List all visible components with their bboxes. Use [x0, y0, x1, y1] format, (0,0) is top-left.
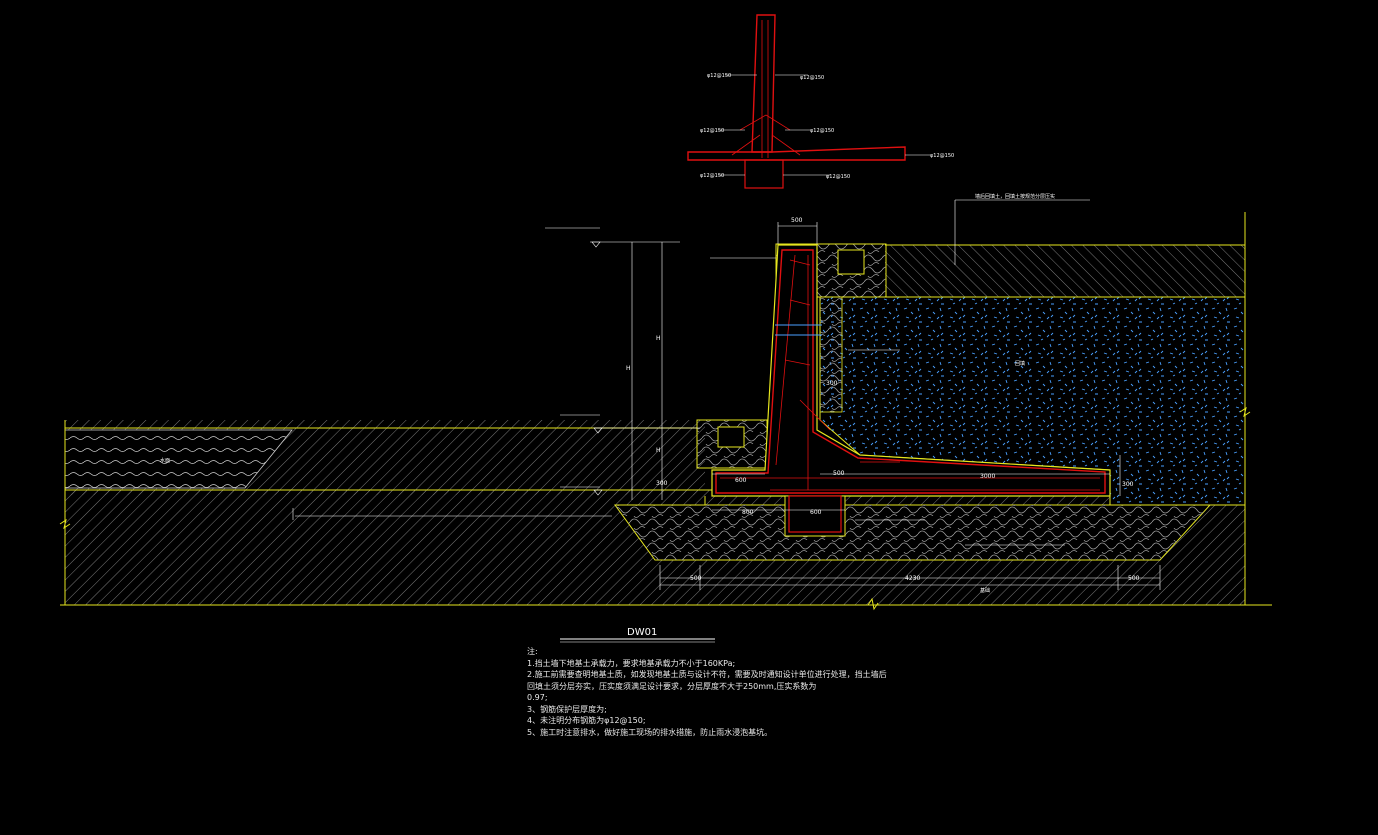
dim-embed: H [656, 447, 661, 454]
rebar-detail: φ12@150 φ12@150 φ12@150 φ12@150 φ12@150 … [687, 14, 954, 189]
retaining-wall [711, 244, 1111, 537]
note-line-5: 3、钢筋保护层厚度为; [527, 704, 607, 714]
dim-wall-height-2: H [656, 335, 661, 342]
rebar-tag-2: φ12@150 [800, 75, 824, 81]
dim-heel-thickness: 500 [833, 470, 845, 477]
rebar-tag-1: φ12@150 [707, 73, 731, 79]
break-mark-bottom [867, 597, 879, 611]
note-line-6: 4、未注明分布钢筋为φ12@150; [527, 716, 646, 725]
dim-base-total: 4230 [905, 575, 920, 582]
rebar-tag-6: φ12@150 [700, 173, 724, 179]
drawing-title-block: DW01 [560, 627, 715, 643]
note-line-2: 2.施工前需要查明地基土质，如发现地基土质与设计不符，需要及时通知设计单位进行处… [527, 670, 887, 679]
break-mark-right [1239, 406, 1251, 418]
water-body: 水面 [64, 429, 293, 489]
dim-base-toe: 800 [742, 509, 754, 516]
elevation-markers [591, 241, 603, 496]
dimension-lines [292, 199, 1161, 590]
dim-base-left: 500 [690, 575, 702, 582]
dim-toe-length: 600 [735, 477, 747, 484]
rebar-tag-3: φ12@150 [700, 128, 724, 134]
foundation-label: 基础 [980, 587, 990, 594]
notes-heading: 注: [527, 647, 538, 656]
dim-base-right: 500 [1128, 575, 1140, 582]
dim-gravel-width: 300 [826, 380, 838, 387]
dimension-texts: 500 600 500 3000 300 300 800 600 500 423… [626, 193, 1140, 594]
dim-top-width: 500 [791, 217, 803, 224]
note-line-1: 1.挡土墙下地基土承载力，要求地基承载力不小于160KPa; [527, 658, 736, 668]
drawing-title: DW01 [627, 627, 657, 638]
notes-block: 注: 1.挡土墙下地基土承载力，要求地基承载力不小于160KPa; 2.施工前需… [527, 646, 887, 738]
dim-wall-height: H [626, 365, 631, 372]
rebar-tag-5: φ12@150 [930, 153, 954, 159]
right-note: 墙后回填土，回填土按规范分层压实 [975, 193, 1055, 200]
note-line-7: 5、施工时注意排水，做好施工现场的排水措施，防止雨水浸泡基坑。 [527, 727, 773, 737]
filter-column [819, 296, 843, 413]
rebar-tag-7: φ12@150 [826, 174, 850, 180]
dim-heel-length: 3000 [980, 473, 995, 480]
fill-label: 回填 [1015, 360, 1025, 367]
note-line-3: 回填土须分层夯实，压实度须满足设计要求，分层厚度不大于250mm,压实系数为 [527, 681, 817, 691]
note-line-4: 0.97; [527, 693, 548, 702]
water-label: 水面 [160, 457, 170, 464]
rebar-tag-4: φ12@150 [810, 128, 834, 134]
dim-key-width: 600 [810, 509, 822, 516]
dim-toe-height: 300 [656, 480, 668, 487]
dim-heel-tip: 300 [1122, 481, 1134, 488]
break-mark-left [59, 518, 71, 530]
stone-bedding [614, 504, 1212, 561]
